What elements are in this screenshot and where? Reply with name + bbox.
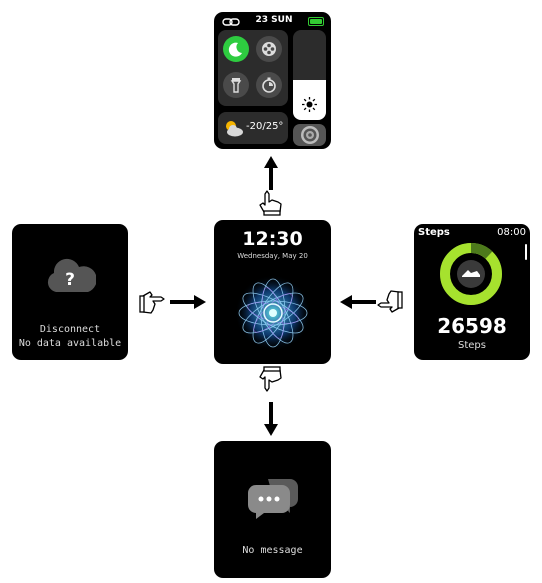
arrow-down-icon bbox=[264, 402, 278, 436]
link-icon bbox=[222, 18, 240, 26]
steps-title: Steps bbox=[418, 227, 450, 238]
arrow-left-icon bbox=[340, 295, 376, 309]
weather-tile[interactable]: -20/25° bbox=[218, 112, 288, 144]
watch-face-screen: 12:30 Wednesday, May 20 bbox=[214, 220, 331, 364]
cloud-question-icon: ? bbox=[47, 258, 96, 292]
disconnect-subtitle: No data available bbox=[18, 338, 122, 349]
watch-date: Wednesday, May 20 bbox=[237, 252, 308, 260]
steps-label: Steps bbox=[458, 340, 486, 351]
swipe-up-hand-icon bbox=[259, 190, 282, 216]
weather-temperature: -20/25° bbox=[246, 121, 284, 132]
settings-gear-icon bbox=[301, 126, 319, 144]
steps-count: 26598 bbox=[437, 314, 507, 338]
arrow-up-icon bbox=[264, 156, 278, 190]
swipe-left-hand-icon bbox=[377, 290, 403, 313]
watch-time: 12:30 bbox=[242, 228, 303, 250]
messages-screen: No message bbox=[214, 441, 331, 578]
steps-progress-ring bbox=[440, 243, 502, 305]
battery-icon bbox=[308, 17, 324, 26]
timer-button[interactable] bbox=[256, 72, 282, 98]
chat-bubbles-icon bbox=[248, 479, 298, 519]
steps-clock: 08:00 bbox=[497, 227, 526, 238]
arrow-right-icon bbox=[170, 295, 206, 309]
no-message-text: No message bbox=[242, 545, 303, 556]
scroll-indicator[interactable] bbox=[525, 244, 527, 260]
partly-cloudy-icon bbox=[226, 121, 243, 137]
sun-icon bbox=[302, 97, 317, 112]
timer-icon bbox=[262, 77, 276, 93]
kaleidoscope-wallpaper bbox=[235, 275, 311, 351]
disconnect-screen: ? Disconnect No data available bbox=[12, 224, 128, 360]
swipe-right-hand-icon bbox=[139, 291, 165, 314]
control-center-screen: 23 SUN bbox=[214, 12, 331, 149]
moon-icon bbox=[228, 42, 242, 57]
settings-button[interactable] bbox=[293, 124, 326, 146]
disconnect-title: Disconnect bbox=[39, 324, 101, 335]
do-not-disturb-toggle[interactable] bbox=[223, 36, 249, 62]
status-date: 23 SUN bbox=[255, 15, 293, 25]
flashlight-icon bbox=[230, 78, 242, 93]
swipe-down-hand-icon bbox=[259, 366, 282, 392]
film-reel-button[interactable] bbox=[256, 36, 282, 62]
brightness-slider[interactable] bbox=[293, 30, 326, 120]
flashlight-button[interactable] bbox=[223, 72, 249, 98]
svg-text:?: ? bbox=[65, 270, 75, 290]
film-reel-icon bbox=[262, 42, 276, 56]
steps-screen: Steps 08:00 26598 Steps bbox=[414, 224, 530, 360]
